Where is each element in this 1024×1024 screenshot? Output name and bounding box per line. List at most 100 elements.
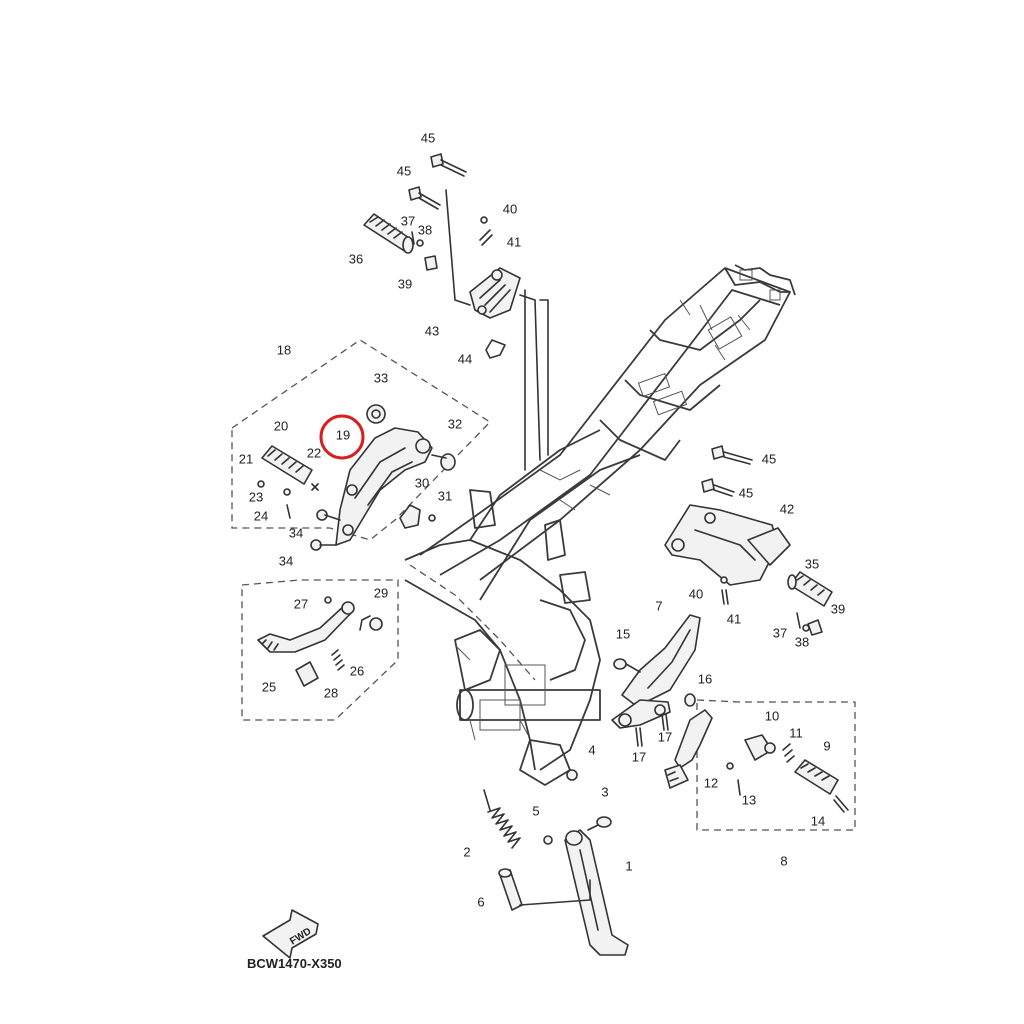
fwd-arrow-icon: FWD <box>262 909 319 959</box>
collar-6 <box>498 868 523 911</box>
main-frame <box>404 264 796 786</box>
callout-13: 13 <box>742 792 756 807</box>
callouts: 4545403738413639434418331932202221233031… <box>239 130 845 909</box>
bracket-42 <box>664 504 791 586</box>
diagram-code: BCW1470-X350 <box>247 956 342 971</box>
bolt-41-right <box>721 589 729 605</box>
bolt-45-upper <box>430 153 467 177</box>
passenger-footrest-right <box>664 445 833 636</box>
callout-9: 9 <box>823 738 830 753</box>
callout-41: 41 <box>727 611 741 626</box>
bolt-17b <box>635 727 643 747</box>
footrest-bracket-19 <box>335 427 433 546</box>
washer-32 <box>431 453 456 471</box>
bolt-3 <box>587 816 612 831</box>
collar-28 <box>295 661 319 687</box>
spring-22 <box>311 483 319 491</box>
spring-11 <box>782 743 795 763</box>
callout-32: 32 <box>448 416 462 431</box>
bolt-45-right-lower <box>701 478 735 497</box>
bracket-43 <box>469 267 521 319</box>
callout-31: 31 <box>438 488 452 503</box>
washer-27 <box>324 596 332 604</box>
callout-23: 23 <box>249 489 263 504</box>
callout-10: 10 <box>765 708 779 723</box>
callout-20: 20 <box>274 418 288 433</box>
spring-2 <box>483 789 521 849</box>
callout-24: 24 <box>254 508 268 523</box>
callout-40: 40 <box>689 586 703 601</box>
pin-24 <box>286 504 291 519</box>
washer-40-right <box>720 576 728 584</box>
callout-42: 42 <box>780 501 794 516</box>
callout-16: 16 <box>698 671 712 686</box>
callout-30: 30 <box>415 475 429 490</box>
callout-45: 45 <box>739 485 753 500</box>
callout-14: 14 <box>811 813 825 828</box>
callout-12: 12 <box>704 775 718 790</box>
callout-8: 8 <box>780 853 787 868</box>
pin-13 <box>737 779 741 796</box>
collar-5 <box>543 835 553 845</box>
highlight-circle <box>319 414 365 460</box>
callout-33: 33 <box>374 370 388 385</box>
pedal-25 <box>257 601 355 653</box>
callout-45: 45 <box>421 130 435 145</box>
callout-40: 40 <box>503 201 517 216</box>
callout-38: 38 <box>418 222 432 237</box>
callout-5: 5 <box>532 803 539 818</box>
callout-37: 37 <box>773 625 787 640</box>
bolt-41 <box>479 229 493 246</box>
sidestand <box>483 769 629 956</box>
callout-29: 29 <box>374 585 388 600</box>
callout-11: 11 <box>789 725 803 740</box>
callout-45: 45 <box>397 163 411 178</box>
callout-44: 44 <box>458 351 472 366</box>
callout-6: 6 <box>477 894 484 909</box>
callout-17: 17 <box>632 749 646 764</box>
bolt-31 <box>428 514 436 522</box>
washer-16 <box>684 693 696 707</box>
callout-28: 28 <box>324 685 338 700</box>
footrest-bracket-7 <box>611 614 701 729</box>
sidestand-1 <box>564 829 629 956</box>
callout-26: 26 <box>350 663 364 678</box>
callout-34: 34 <box>289 525 303 540</box>
holder-10 <box>744 734 776 761</box>
footrest-20 <box>261 445 313 485</box>
washer-38 <box>416 239 424 247</box>
bolt-15 <box>613 658 641 673</box>
washer-23 <box>283 488 291 496</box>
pin-14 <box>833 795 849 813</box>
callout-39: 39 <box>398 276 412 291</box>
bolt-45-lower <box>408 186 441 210</box>
callout-41: 41 <box>507 234 521 249</box>
callout-25: 25 <box>262 679 276 694</box>
pin-37 <box>411 231 415 245</box>
callout-7: 7 <box>655 598 662 613</box>
bolt-45-right-upper <box>711 445 753 465</box>
callout-27: 27 <box>294 596 308 611</box>
callout-38: 38 <box>795 634 809 649</box>
plate-30 <box>399 504 421 529</box>
clip-39-right <box>807 619 823 636</box>
callout-22: 22 <box>307 445 321 460</box>
pin-37-right <box>796 612 801 629</box>
callout-19: 19 <box>336 427 350 442</box>
pin-21 <box>257 480 265 488</box>
footrest-9 <box>794 759 839 795</box>
collar-33 <box>366 404 386 424</box>
callout-3: 3 <box>601 784 608 799</box>
clip-39 <box>424 255 438 271</box>
washer-40 <box>480 216 488 224</box>
footrest-peg-36 <box>363 213 414 254</box>
callout-21: 21 <box>239 451 253 466</box>
pedal-bracket <box>664 709 713 789</box>
callout-45: 45 <box>762 451 776 466</box>
group-8 <box>664 699 856 831</box>
callout-37: 37 <box>401 213 415 228</box>
nut-4 <box>566 769 578 781</box>
washer-12 <box>726 762 734 770</box>
callout-15: 15 <box>616 626 630 641</box>
